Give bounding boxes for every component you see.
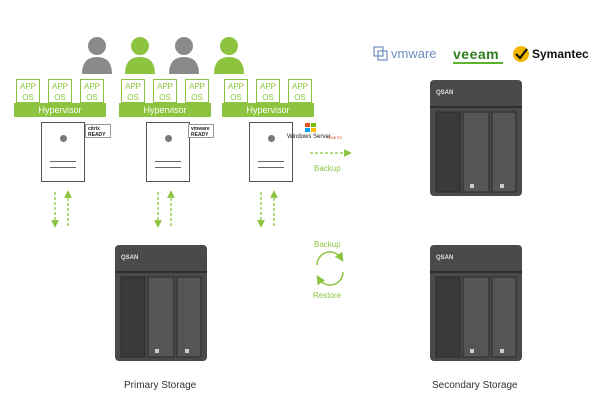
symantec-logo: Symantec <box>512 44 592 64</box>
user-icon <box>82 37 112 74</box>
windows-server-badge: Windows Server 2008 R2 <box>287 123 347 145</box>
sync-cycle-icon <box>316 251 344 286</box>
windows-server-label: Windows Server <box>287 134 331 140</box>
svg-text:QSAN: QSAN <box>436 255 453 261</box>
veeam-logo: veeam <box>453 46 503 64</box>
symantec-check-icon <box>513 46 529 62</box>
hypervisor-bar: Hypervisor <box>222 103 314 117</box>
restore-label: Restore <box>313 291 342 300</box>
vmware-logo: vmware <box>373 44 445 64</box>
windows-server-year: 2008 R2 <box>327 135 343 140</box>
hypervisor-bar: Hypervisor <box>14 103 106 117</box>
server-host <box>41 122 85 182</box>
symantec-logo-text: Symantec <box>532 47 589 61</box>
veeam-logo-text: veeam <box>453 46 500 62</box>
user-icon <box>169 37 199 74</box>
vmware-squares-icon <box>373 46 388 61</box>
user-icon <box>214 37 244 74</box>
server-host <box>249 122 293 182</box>
nas-storage-secondary: QSAN <box>430 245 522 361</box>
hypervisor-bar: Hypervisor <box>119 103 211 117</box>
nas-storage-secondary-top: QSAN <box>430 80 522 196</box>
primary-storage-label: Primary Storage <box>124 380 197 391</box>
user-icon <box>125 37 155 74</box>
vmware-logo-text: vmware <box>391 46 437 61</box>
windows-flag-icon <box>305 123 316 132</box>
svg-text:QSAN: QSAN <box>121 255 138 261</box>
secondary-storage-label: Secondary Storage <box>432 380 518 391</box>
backup-label: Backup <box>314 240 341 249</box>
backup-label-top: Backup <box>314 164 341 173</box>
server-host <box>146 122 190 182</box>
svg-text:QSAN: QSAN <box>436 90 453 96</box>
nas-storage-primary: QSAN <box>115 245 207 361</box>
